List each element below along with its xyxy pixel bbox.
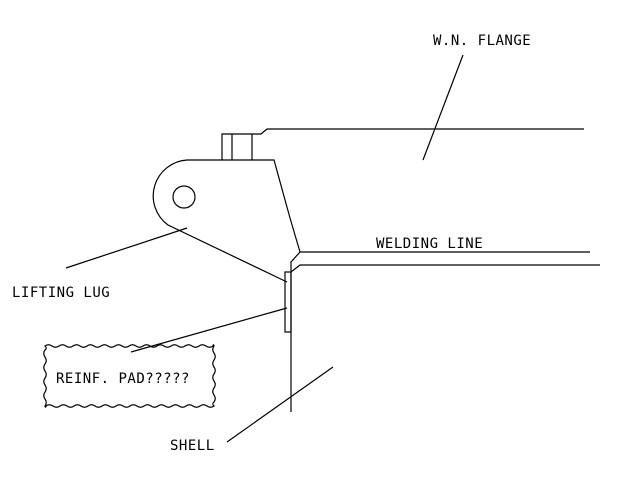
flange-label: W.N. FLANGE bbox=[433, 33, 531, 49]
flange-leader bbox=[422, 54, 464, 161]
leader-lines bbox=[65, 54, 464, 443]
pad-leader bbox=[130, 307, 288, 353]
shell-leader bbox=[226, 366, 334, 443]
shell bbox=[284, 271, 292, 412]
reinforcement-pad bbox=[284, 271, 292, 333]
revision-cloud bbox=[43, 344, 216, 408]
lug-hole bbox=[172, 185, 196, 209]
flange bbox=[221, 128, 584, 253]
lug-leader bbox=[65, 227, 188, 269]
lifting-lug bbox=[152, 159, 288, 283]
welding-line bbox=[290, 251, 600, 273]
shell-label: SHELL bbox=[170, 438, 215, 454]
lifting-lug-label: LIFTING LUG bbox=[12, 285, 110, 301]
reinf-pad-label: REINF. PAD????? bbox=[56, 371, 190, 387]
welding-line-label: WELDING LINE bbox=[376, 236, 483, 252]
